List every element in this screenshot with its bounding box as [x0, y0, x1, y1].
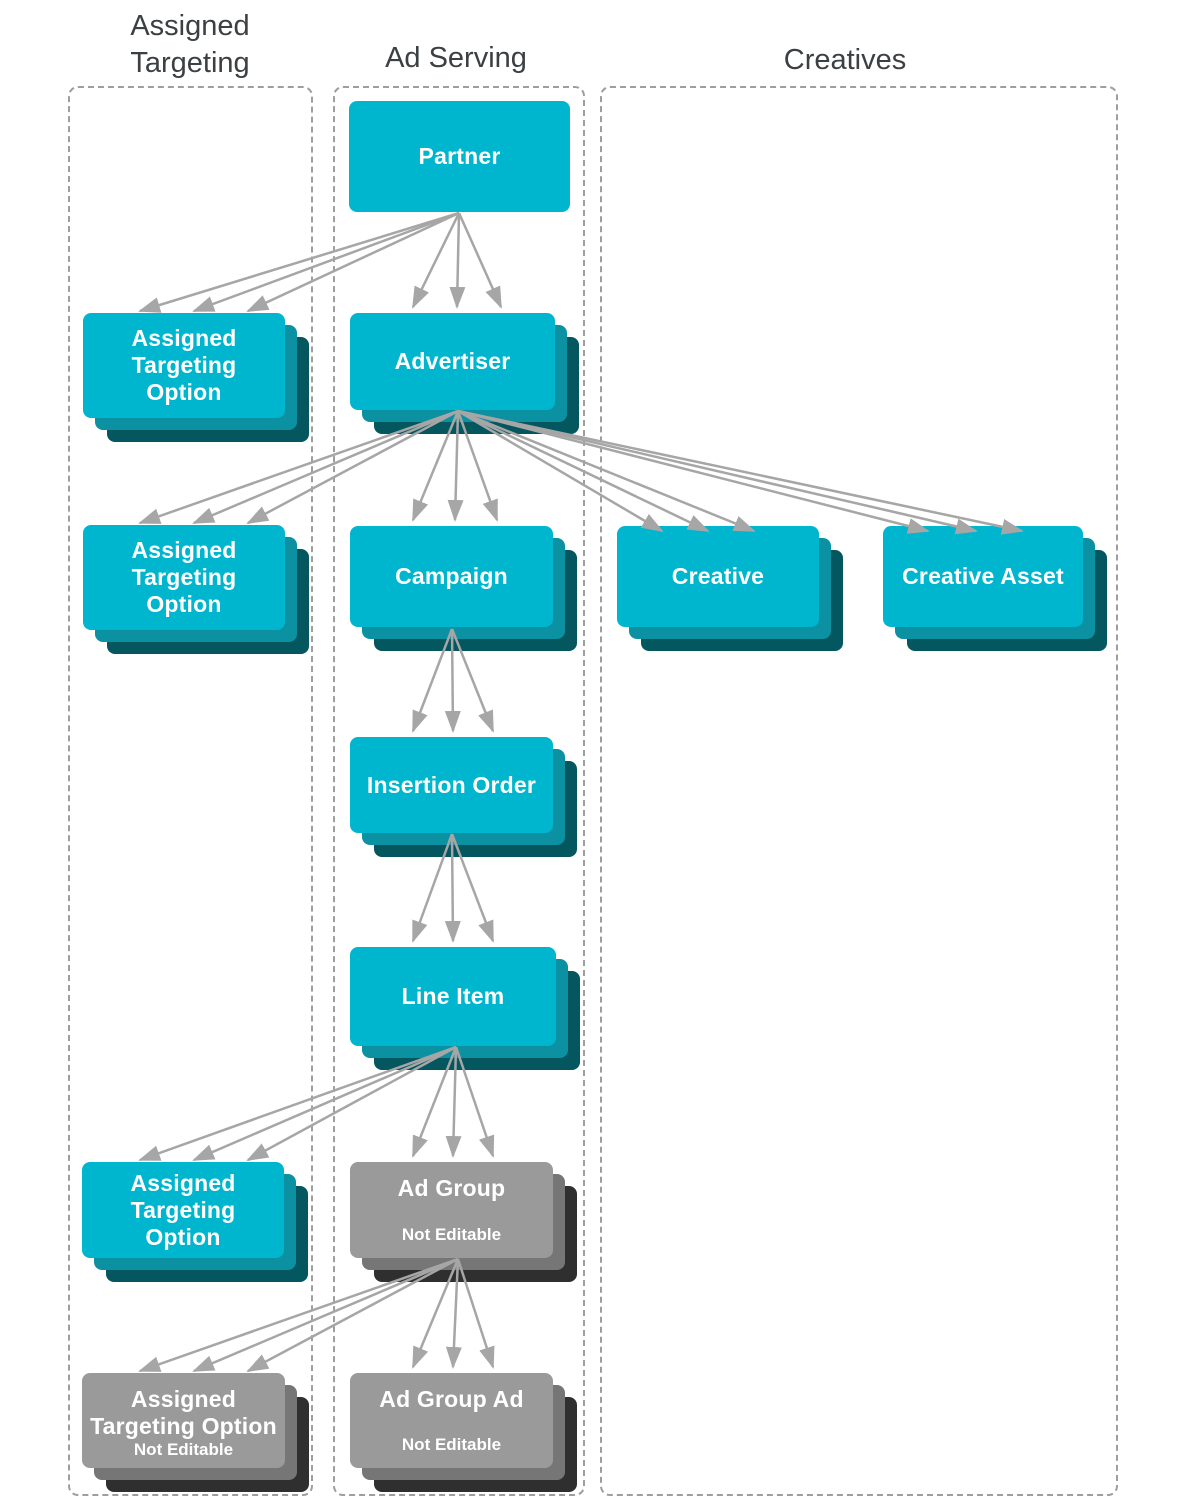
node-label-line: Targeting	[130, 1196, 236, 1223]
node-label-line: Assigned	[131, 325, 237, 351]
node-line-item: Line Item	[350, 947, 556, 1046]
node-insertion-order: Insertion Order	[350, 737, 553, 833]
node-label-line: Option	[146, 591, 222, 617]
node-label-line: Targeting	[131, 352, 237, 378]
column-title-line: Ad Serving	[385, 42, 527, 74]
node-label-line: Line Item	[401, 983, 505, 1009]
column-creatives	[600, 86, 1118, 1496]
node-label-line: Option	[145, 1223, 221, 1250]
node-ad-group-ad: Ad Group Ad Not Editable	[350, 1373, 553, 1468]
node-label: Partner	[419, 143, 501, 170]
node-label-line: Ad Group	[397, 1175, 506, 1201]
node-label: Insertion Order	[367, 772, 536, 799]
node-creative-asset: Creative Asset	[883, 526, 1083, 627]
node-label-line: Ad Group Ad	[379, 1386, 524, 1412]
node-creative: Creative	[617, 526, 819, 627]
node-label-line: Creative	[671, 563, 765, 589]
column-title-line: Targeting	[130, 47, 250, 79]
column-title-line: Assigned	[130, 10, 250, 42]
node-label: Campaign	[395, 563, 508, 590]
node-label-line: Insertion Order	[366, 771, 537, 798]
node-label: Creative Asset	[902, 563, 1064, 590]
node-advertiser: Advertiser	[350, 313, 555, 410]
node-label-line: Advertiser	[394, 348, 511, 374]
node-label-line: Creative Asset	[902, 563, 1064, 589]
node-label-line: Option	[146, 379, 222, 405]
node-partner: Partner	[349, 101, 570, 212]
node-label: Ad Group Ad	[379, 1386, 523, 1413]
column-title-line: Creatives	[783, 44, 907, 76]
node-label-line: Campaign	[395, 563, 508, 589]
node-label: Creative	[672, 563, 764, 590]
column-ad-serving	[333, 86, 585, 1496]
node-label: Ad Group	[398, 1175, 506, 1202]
node-label-line: Assigned	[131, 537, 237, 563]
column-assigned-targeting	[68, 86, 313, 1496]
node-sublabel: Not Editable	[133, 1440, 234, 1459]
column-title-creatives: Creatives	[665, 42, 1025, 79]
node-label: Advertiser	[395, 348, 511, 375]
node-sublabel: Not Editable	[401, 1435, 502, 1454]
node-label-line: Assigned	[130, 1169, 236, 1196]
node-label-line: Targeting Option	[90, 1413, 277, 1439]
column-title-ad-serving: Ad Serving	[276, 40, 636, 77]
node-label-line: Targeting	[131, 564, 237, 590]
node-label-line: Partner	[418, 143, 501, 169]
node-label: Line Item	[402, 983, 505, 1010]
node-campaign: Campaign	[350, 526, 553, 627]
node-label-line: Assigned	[130, 1386, 237, 1412]
node-sublabel: Not Editable	[401, 1225, 502, 1244]
